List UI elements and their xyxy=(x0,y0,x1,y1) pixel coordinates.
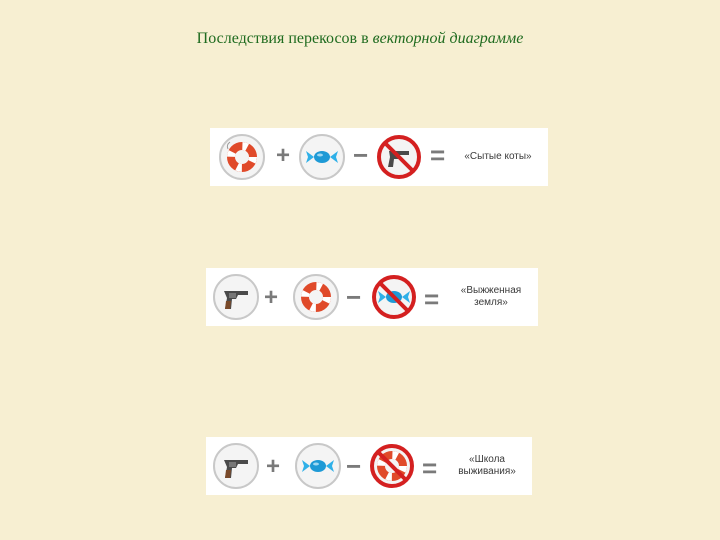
slide-title-main: Последствия перекосов в xyxy=(196,30,373,47)
equals-operator: = xyxy=(430,140,446,170)
result-line: «Сытые коты» xyxy=(464,151,532,162)
slide-title-italic: векторной диаграмме xyxy=(372,30,524,47)
equals-operator: = xyxy=(422,453,438,483)
result-line: «Школа xyxy=(469,454,505,465)
revolver-icon xyxy=(212,442,260,490)
minus-operator: − xyxy=(353,140,369,170)
equation-row-2: + − = «Выжженная земля» xyxy=(206,268,538,326)
equation-row-3: + − = «Школа выживания» xyxy=(206,437,532,495)
equals-operator: = xyxy=(424,284,440,314)
plus-operator: + xyxy=(276,142,291,169)
minus-operator: − xyxy=(346,451,362,481)
no-revolver-icon xyxy=(375,133,423,181)
candy-icon xyxy=(294,442,342,490)
slide-title: Последствия перекосов в векторной диагра… xyxy=(0,30,720,48)
revolver-icon xyxy=(212,273,260,321)
result-line: выживания» xyxy=(458,466,516,477)
result-line: «Выжженная xyxy=(460,285,522,296)
plus-operator: + xyxy=(266,453,281,480)
no-lifebuoy-icon xyxy=(368,442,416,490)
plus-operator: + xyxy=(264,284,279,311)
lifebuoy-icon xyxy=(292,273,340,321)
equation-row-1: + − = «Сытые коты» xyxy=(210,128,548,186)
result-line: земля» xyxy=(474,297,508,308)
no-candy-icon xyxy=(370,273,418,321)
result-label: «Школа выживания» xyxy=(444,454,530,478)
result-label: «Сытые коты» xyxy=(452,151,544,163)
result-label: «Выжженная земля» xyxy=(446,285,536,309)
candy-icon xyxy=(298,133,346,181)
lifebuoy-icon xyxy=(218,133,266,181)
minus-operator: − xyxy=(346,282,362,312)
